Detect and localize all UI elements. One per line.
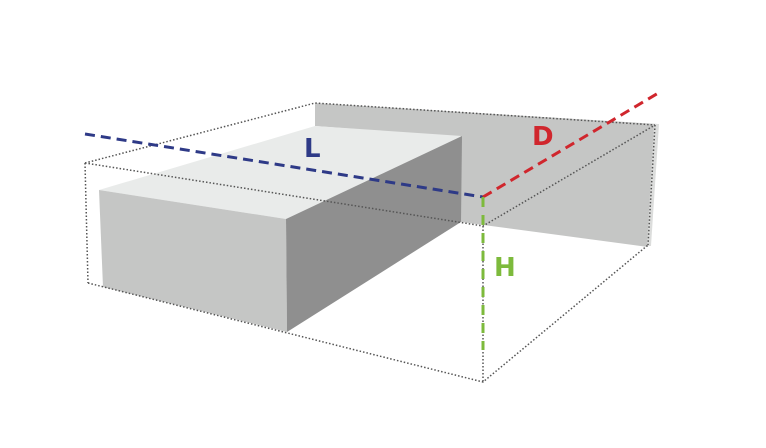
block-top-face (99, 126, 462, 219)
block-side-face (286, 136, 462, 332)
depth-label: D (532, 122, 554, 152)
back-wall-edge (647, 124, 659, 246)
depth-dimension-line (482, 90, 661, 199)
length-dimension-line (84, 132, 484, 199)
block-front-face (99, 190, 287, 332)
length-label: L (304, 134, 321, 164)
back-wall (315, 103, 658, 247)
height-label: H (494, 253, 516, 283)
